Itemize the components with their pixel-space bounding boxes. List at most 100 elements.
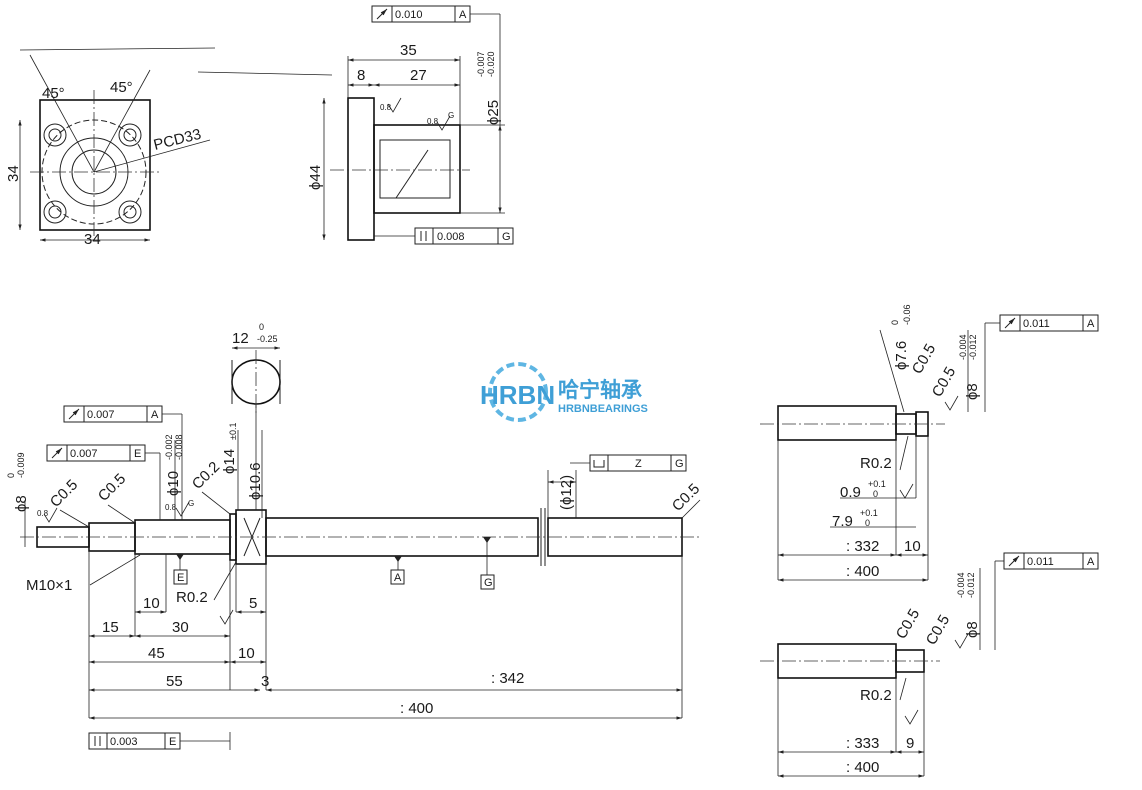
end-a-phi76-leader (879, 329, 905, 413)
end-a-c05-a: C0.5 (909, 341, 940, 377)
datum-e-box (173, 569, 188, 585)
thread-leader (89, 554, 141, 586)
shaft-rough-1: 0.8 (37, 509, 49, 518)
tol-runout-1-value: 0.007 (87, 409, 115, 421)
c05b-leader (107, 504, 136, 524)
tol-frame-perp-shaft: 0.003 E (88, 732, 181, 750)
tol-frame-runout-side: 0.010 A (371, 5, 471, 23)
side-rough-symbol-2 (436, 115, 451, 131)
end-a-tol-datum: A (1087, 318, 1095, 330)
end-a-dim-400-label: : 400 (846, 563, 879, 580)
tol-perp-side-datum: G (502, 231, 511, 243)
tol-runout-side-datum: A (459, 9, 467, 21)
nut-body (373, 124, 461, 214)
datum-e-triangle (176, 554, 184, 560)
pcd-leader (93, 139, 211, 173)
dim-342-label: : 342 (491, 670, 524, 687)
end-b-dim-9-label: 9 (906, 735, 914, 752)
end-a-phi76-label: ϕ7.6 (893, 341, 910, 370)
datum-g-triangle (483, 537, 491, 543)
shaft-phi10-upper: -0.002 (164, 434, 174, 460)
side-rough-2: 0.8 (427, 117, 439, 126)
section-upper: 0 (259, 322, 264, 332)
end-b-tol-datum: A (1087, 556, 1095, 568)
end-a-phi8-lower: -0.012 (968, 334, 978, 360)
nut-side-view: 0.010 A 0.008 G 35 8 27 ϕ25 -0.007 -0.02… (197, 5, 514, 245)
dim-35-label: 35 (400, 42, 417, 59)
dim-8-label: 8 (357, 67, 365, 84)
shaft-phi8-lower: -0.009 (16, 452, 26, 478)
side-rough-grade: G (448, 111, 454, 120)
bolt-hole-tr (118, 123, 142, 147)
dim-phi44-label: ϕ44 (307, 165, 324, 190)
nut-hatch (395, 149, 429, 199)
shaft-c05-b: C0.5 (95, 470, 129, 504)
dim-15-label: 15 (102, 619, 119, 636)
end-a-rough-2 (944, 395, 959, 411)
end-b-rough-1 (904, 709, 919, 725)
dim-30-label: 30 (172, 619, 189, 636)
dim-55-label: 55 (166, 673, 183, 690)
side-rough-1: 0.8 (380, 103, 392, 112)
end-a-body (777, 405, 897, 441)
shaft-phi8-upper: 0 (6, 473, 16, 478)
angle-line-right (93, 69, 151, 173)
end-a-rough-1 (899, 483, 914, 499)
end-b-dim-333-label: : 333 (846, 735, 879, 752)
end-a-dim-332-label: : 332 (846, 538, 879, 555)
dim-phi25-lower: -0.020 (486, 51, 496, 77)
end-detail-a: 0.011 A ϕ7.6 0 -0.06 C0.5 C0.5 ϕ8 -0.004… (760, 304, 1099, 582)
dim-phi25-upper: -0.007 (476, 51, 486, 77)
end-a-tol-frame: 0.011 A (999, 314, 1099, 332)
shaft-c05-end: C0.5 (669, 480, 703, 514)
leader-top (19, 47, 216, 51)
c02-leader (201, 491, 231, 515)
nut-flange (347, 97, 375, 241)
end-b-c05-a: C0.5 (893, 606, 924, 642)
c05-end-leader (681, 499, 701, 519)
shaft-phi14-tol: ±0.1 (228, 423, 238, 440)
shaft-phi12-label: (ϕ12) (558, 475, 575, 510)
side-view-leader (197, 71, 333, 76)
end-a-dim-09-label: 0.9 (840, 484, 861, 501)
tol-perp-shaft-datum: E (169, 736, 176, 748)
flange-height-label: 34 (5, 165, 22, 182)
logo-mark: HRBN (480, 380, 555, 410)
shaft-phi8-label: ϕ8 (13, 495, 30, 512)
end-b-r02-label: R0.2 (860, 687, 892, 704)
shaft-phi106-label: ϕ10.6 (247, 462, 264, 500)
end-a-dim-09-upper: +0.1 (868, 479, 886, 489)
bolt-hole-bl-inner (48, 205, 62, 219)
datum-g-label: G (484, 577, 493, 589)
tol-frame-runout-1: 0.007 A (63, 405, 163, 423)
flange-width-label: 34 (84, 231, 101, 248)
shaft-c05-a: C0.5 (47, 476, 81, 510)
end-a-phi8-label: ϕ8 (964, 383, 981, 400)
end-b-c05-b: C0.5 (923, 612, 954, 648)
dim-10a-label: 10 (143, 595, 160, 612)
dim-3-label: 3 (261, 673, 269, 690)
tol-runout-2-datum: E (134, 448, 141, 460)
flange-front-view: 45° 45° PCD33 34 34 (5, 47, 216, 248)
logo-en-name: HRBNBEARINGS (558, 403, 648, 415)
end-b-phi8-lower: -0.012 (966, 572, 976, 598)
end-b-dim-400-label: : 400 (846, 759, 879, 776)
dim-10b-label: 10 (238, 645, 255, 662)
datum-a-box (390, 569, 405, 585)
end-b-tol-frame: 0.011 A (1003, 552, 1099, 570)
datum-a-triangle (394, 556, 402, 562)
dim-5-label: 5 (249, 595, 257, 612)
shaft-rough-2: 0.8 (165, 503, 177, 512)
tol-perp-side-value: 0.008 (437, 231, 465, 243)
end-a-r02-leader (899, 435, 909, 471)
end-b-r02-leader (899, 677, 907, 701)
end-a-dim-79-lower: 0 (865, 518, 870, 528)
flange-outline (39, 99, 151, 231)
shaft-phi14-label: ϕ14 (221, 449, 238, 474)
tol-flat-value: Z (635, 458, 642, 470)
end-a-c05-b: C0.5 (929, 364, 960, 400)
shaft-r02-label: R0.2 (176, 589, 208, 606)
bolt-hole-br (118, 200, 142, 224)
tol-frame-perp-side: 0.008 G (414, 227, 514, 245)
shaft-rough-symbol-1 (43, 507, 58, 523)
